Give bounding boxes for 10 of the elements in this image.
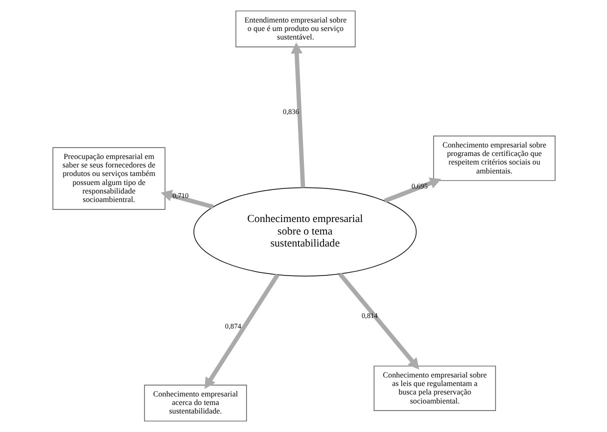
node-box: Conhecimento empresarial acerca do tema sustentabilidade. (144, 384, 246, 422)
node-box: Preocupação empresarial em saber se seus fornecedores de produtos ou serviços também possuem algum tipo de responsabilidade socioambientral. (52, 147, 165, 210)
node-box: Conhecimento empresarial sobre programas de certificação que respeitem critérios sociais ou ambientais. (432, 136, 555, 181)
node-box: Entendimento empresarial sobre o que é um produto ou serviço sustentável. (235, 10, 356, 48)
arrow (290, 42, 305, 188)
arrow (338, 272, 419, 370)
arrow (204, 274, 279, 389)
node-box: Conhecimento empresarial sobre as leis que regulamentam a busca pela preservação socioambiental. (373, 366, 496, 411)
arrow (160, 190, 214, 209)
arrow (384, 178, 441, 203)
